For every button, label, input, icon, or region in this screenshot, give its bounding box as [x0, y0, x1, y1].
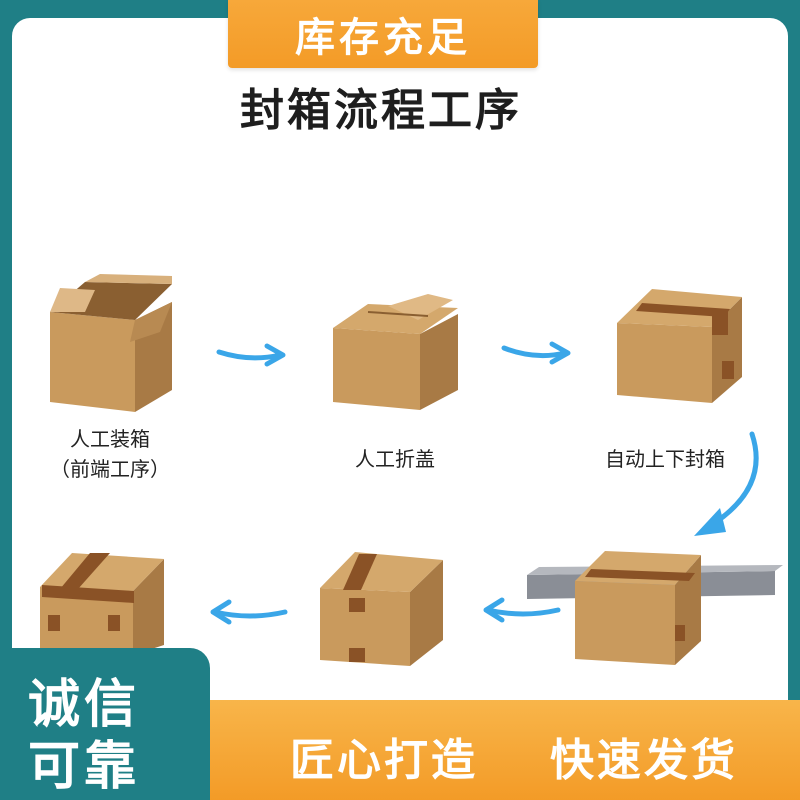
- stock-badge: 库存充足: [228, 0, 538, 68]
- finished-box-illustration: [40, 553, 164, 655]
- page-title: 封箱流程工序: [240, 85, 522, 136]
- step-label-manual-folding: 人工折盖: [315, 444, 475, 474]
- arrow-right-icon: [216, 343, 286, 367]
- taped-box-illustration: [617, 289, 742, 403]
- integrity-block: 诚信 可靠: [0, 648, 210, 800]
- slogan-bar: 匠心打造 快速发货: [210, 700, 800, 800]
- step-label-line1: 自动上下封箱: [605, 447, 725, 471]
- arrow-left-icon: [210, 599, 288, 625]
- step-label-auto-sealing: 自动上下封箱: [575, 444, 755, 474]
- step-label-manual-packing: 人工装箱 （前端工序）: [30, 424, 190, 484]
- side-taped-box-illustration: [320, 552, 443, 666]
- step-label-line1: 人工装箱: [70, 427, 150, 451]
- slogan-craftsmanship: 匠心打造: [290, 735, 478, 786]
- step-label-line1: 人工折盖: [355, 447, 435, 471]
- slogan-fast-delivery: 快速发货: [550, 735, 738, 786]
- arrow-left-icon: [483, 597, 561, 623]
- conveyor-box-illustration: [527, 551, 783, 665]
- arrow-right-icon: [501, 341, 571, 365]
- arrow-curve-down-icon: [694, 431, 759, 536]
- folding-box-illustration: [333, 294, 458, 410]
- open-box-illustration: [50, 274, 172, 412]
- integrity-line2: 可靠: [28, 737, 141, 797]
- integrity-line1: 诚信: [28, 675, 141, 735]
- step-label-line2: （前端工序）: [50, 457, 170, 481]
